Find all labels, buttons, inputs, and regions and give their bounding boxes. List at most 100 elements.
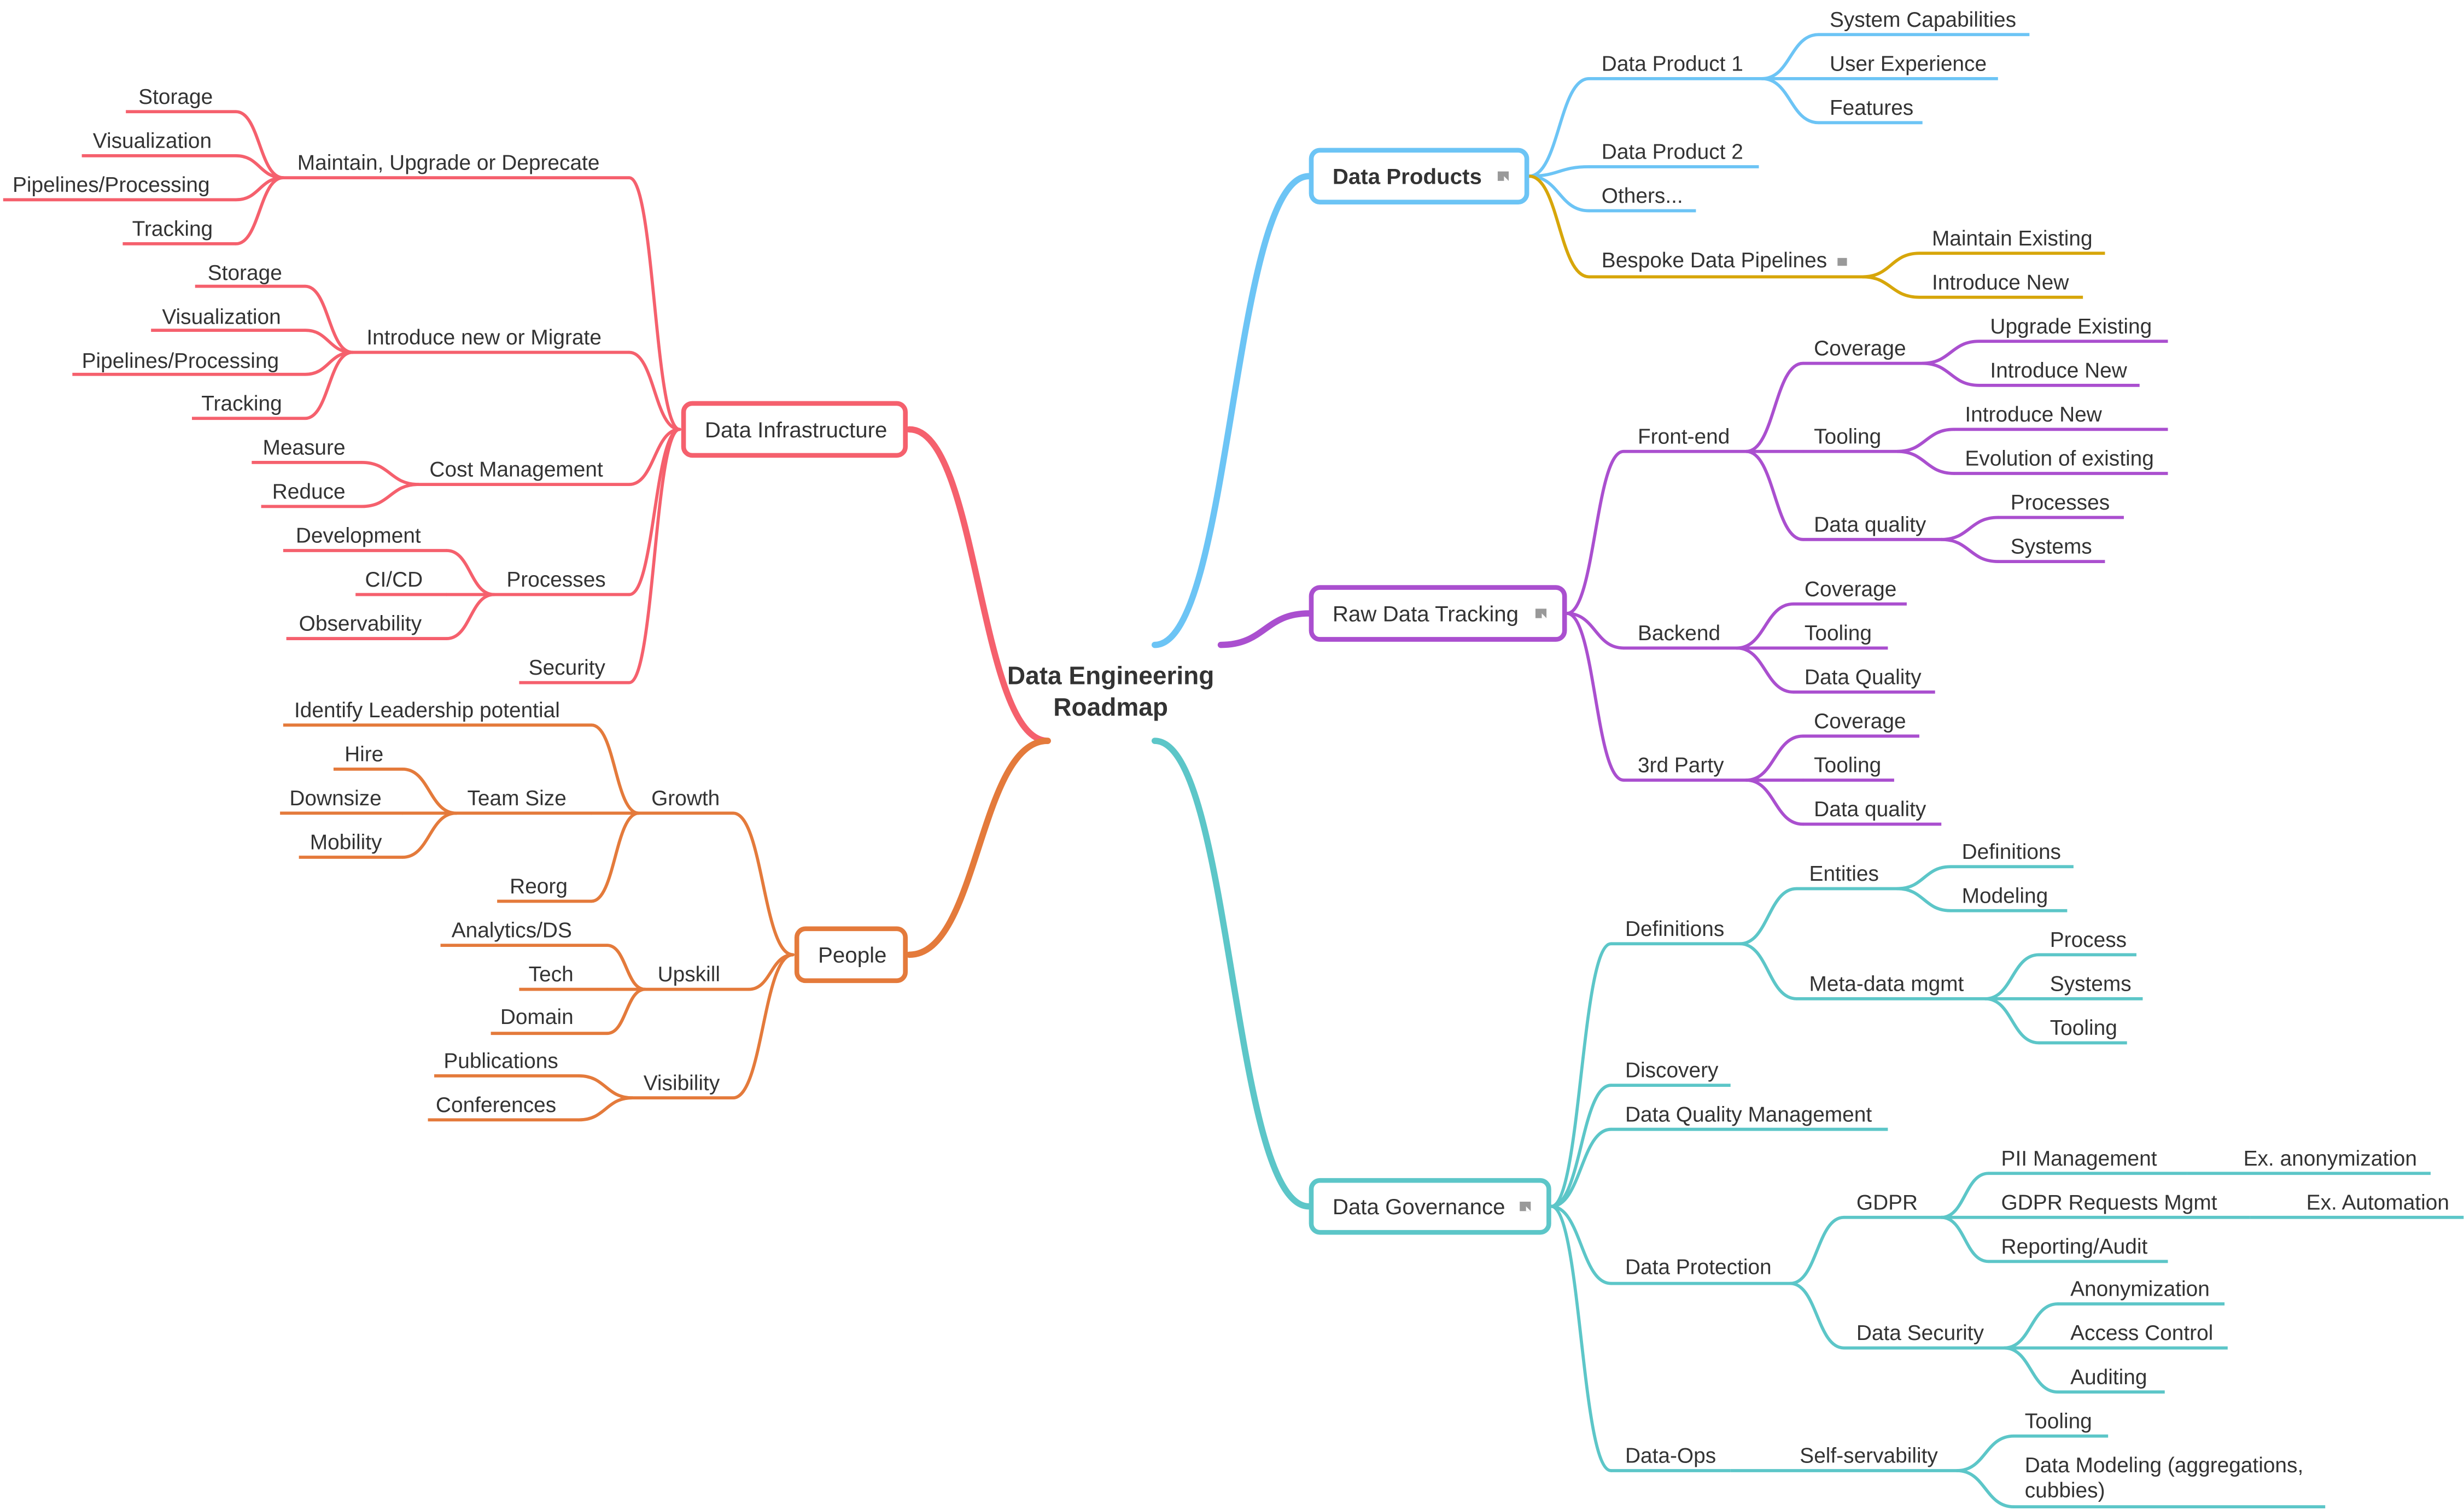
topic-definitions-leaf[interactable]: Definitions — [1961, 840, 2061, 864]
topic-coverage[interactable]: Coverage — [1814, 709, 1906, 733]
topic-tooling[interactable]: Tooling — [1814, 424, 1882, 448]
note-icon[interactable] — [1838, 257, 1848, 266]
topic-tracking[interactable]: Tracking — [132, 217, 213, 241]
topic-team-size[interactable]: Team Size — [467, 786, 567, 810]
topic-data-security[interactable]: Data Security — [1856, 1321, 1984, 1345]
note-icon[interactable] — [1535, 608, 1547, 618]
topic-backend[interactable]: Backend — [1637, 621, 1721, 645]
topic-entities[interactable]: Entities — [1809, 862, 1879, 886]
topic-cicd[interactable]: CI/CD — [365, 567, 423, 592]
topic-tooling[interactable]: Tooling — [2050, 1016, 2117, 1040]
topic-access-control[interactable]: Access Control — [2070, 1321, 2214, 1345]
connector-line — [906, 738, 1051, 958]
topic-ex-anonymization[interactable]: Ex. anonymization — [2243, 1146, 2417, 1170]
topic-data-product-1[interactable]: Data Product 1 — [1601, 51, 1743, 76]
topic-processes[interactable]: Processes — [2010, 490, 2110, 514]
topic-tooling[interactable]: Tooling — [1804, 621, 1872, 645]
topic-coverage[interactable]: Coverage — [1814, 336, 1906, 360]
topic-process[interactable]: Process — [2050, 928, 2127, 952]
note-icon[interactable] — [1520, 1202, 1531, 1211]
topic-user-experience[interactable]: User Experience — [1829, 51, 1987, 76]
topic-evolution-existing[interactable]: Evolution of existing — [1965, 447, 2154, 471]
topic-gdpr[interactable]: GDPR — [1856, 1190, 1918, 1215]
branch-data-governance[interactable]: Data Governance — [1309, 1178, 1551, 1235]
topic-storage[interactable]: Storage — [138, 85, 213, 109]
topic-reorg[interactable]: Reorg — [510, 874, 568, 898]
topic-storage[interactable]: Storage — [207, 261, 282, 285]
topic-maintain-existing[interactable]: Maintain Existing — [1931, 226, 2093, 250]
topic-data-quality[interactable]: Data quality — [1814, 512, 1926, 537]
topic-introduce-new[interactable]: Introduce New — [1990, 358, 2127, 383]
topic-development[interactable]: Development — [295, 524, 421, 548]
topic-mobility[interactable]: Mobility — [310, 830, 382, 855]
root-topic[interactable]: Data Engineering Roadmap — [953, 662, 1268, 725]
topic-coverage[interactable]: Coverage — [1804, 577, 1897, 601]
topic-meta-data-mgmt[interactable]: Meta-data mgmt — [1809, 971, 1964, 996]
topic-domain[interactable]: Domain — [500, 1005, 574, 1029]
topic-features[interactable]: Features — [1829, 96, 1914, 120]
topic-reporting-audit[interactable]: Reporting/Audit — [2001, 1234, 2148, 1259]
connector-line — [1151, 738, 1312, 1210]
topic-maintain-upgrade[interactable]: Maintain, Upgrade or Deprecate — [297, 151, 600, 175]
branch-raw-data-tracking[interactable]: Raw Data Tracking — [1309, 585, 1567, 642]
branch-data-infrastructure[interactable]: Data Infrastructure — [681, 401, 908, 458]
topic-data-product-2[interactable]: Data Product 2 — [1601, 140, 1743, 164]
topic-self-servability[interactable]: Self-servability — [1800, 1444, 1938, 1468]
topic-introduce-new[interactable]: Introduce New — [1965, 402, 2102, 426]
topic-pii-management[interactable]: PII Management — [2001, 1146, 2157, 1170]
topic-hire[interactable]: Hire — [345, 742, 384, 766]
topic-visualization[interactable]: Visualization — [162, 305, 281, 329]
topic-pipelines[interactable]: Pipelines/Processing — [81, 349, 279, 373]
topic-tracking[interactable]: Tracking — [201, 391, 282, 415]
topic-cost-management[interactable]: Cost Management — [429, 458, 603, 482]
topic-analytics-ds[interactable]: Analytics/DS — [451, 918, 572, 943]
topic-tooling[interactable]: Tooling — [2024, 1409, 2092, 1433]
topic-upskill[interactable]: Upskill — [657, 962, 720, 986]
topic-visualization[interactable]: Visualization — [92, 128, 212, 153]
topic-growth[interactable]: Growth — [651, 786, 720, 810]
connector-line — [731, 811, 795, 957]
topic-3rd-party[interactable]: 3rd Party — [1637, 753, 1724, 777]
topic-system-capabilities[interactable]: System Capabilities — [1829, 8, 2017, 32]
topic-others[interactable]: Others... — [1601, 184, 1683, 208]
topic-observability[interactable]: Observability — [299, 612, 422, 636]
topic-reduce[interactable]: Reduce — [272, 479, 346, 504]
topic-data-ops[interactable]: Data-Ops — [1625, 1444, 1716, 1468]
topic-modeling[interactable]: Modeling — [1961, 883, 2048, 908]
topic-tech[interactable]: Tech — [528, 962, 574, 986]
topic-auditing[interactable]: Auditing — [2070, 1365, 2147, 1389]
topic-introduce-new[interactable]: Introduce New — [1931, 270, 2069, 294]
topic-gdpr-requests[interactable]: GDPR Requests Mgmt — [2001, 1190, 2217, 1215]
topic-processes[interactable]: Processes — [506, 567, 606, 592]
topic-leadership[interactable]: Identify Leadership potential — [294, 698, 560, 722]
topic-tooling[interactable]: Tooling — [1814, 753, 1882, 777]
topic-dq-management[interactable]: Data Quality Management — [1625, 1102, 1872, 1126]
topic-conferences[interactable]: Conferences — [435, 1093, 557, 1117]
topic-measure[interactable]: Measure — [262, 435, 346, 460]
topic-introduce-migrate[interactable]: Introduce new or Migrate — [366, 325, 602, 349]
topic-data-quality[interactable]: Data Quality — [1804, 665, 1922, 689]
topic-definitions[interactable]: Definitions — [1625, 917, 1725, 941]
topic-visibility[interactable]: Visibility — [643, 1071, 720, 1095]
topic-upgrade-existing[interactable]: Upgrade Existing — [1990, 314, 2152, 338]
topic-anonymization[interactable]: Anonymization — [2070, 1277, 2210, 1301]
topic-ex-automation[interactable]: Ex. Automation — [2306, 1190, 2449, 1215]
topic-systems[interactable]: Systems — [2050, 971, 2132, 996]
topic-systems[interactable]: Systems — [2010, 535, 2092, 559]
branch-data-products[interactable]: Data Products — [1309, 148, 1529, 205]
topic-pipelines[interactable]: Pipelines/Processing — [13, 173, 210, 197]
connector-line — [1549, 1204, 1613, 1472]
branch-people[interactable]: People — [794, 926, 908, 984]
topic-front-end[interactable]: Front-end — [1637, 424, 1730, 448]
topic-data-protection[interactable]: Data Protection — [1625, 1255, 1772, 1279]
topic-security[interactable]: Security — [528, 655, 606, 680]
topic-publications[interactable]: Publications — [443, 1049, 558, 1073]
connector-line — [1920, 361, 1981, 387]
topic-bespoke-pipelines[interactable]: Bespoke Data Pipelines — [1602, 249, 1848, 274]
note-icon[interactable] — [1497, 171, 1509, 181]
connector-line — [1744, 449, 1805, 541]
topic-discovery[interactable]: Discovery — [1625, 1058, 1719, 1082]
topic-downsize[interactable]: Downsize — [289, 786, 382, 810]
topic-data-quality[interactable]: Data quality — [1814, 797, 1926, 821]
topic-data-modeling[interactable]: Data Modeling (aggregations, cubbies) — [2024, 1453, 2304, 1502]
